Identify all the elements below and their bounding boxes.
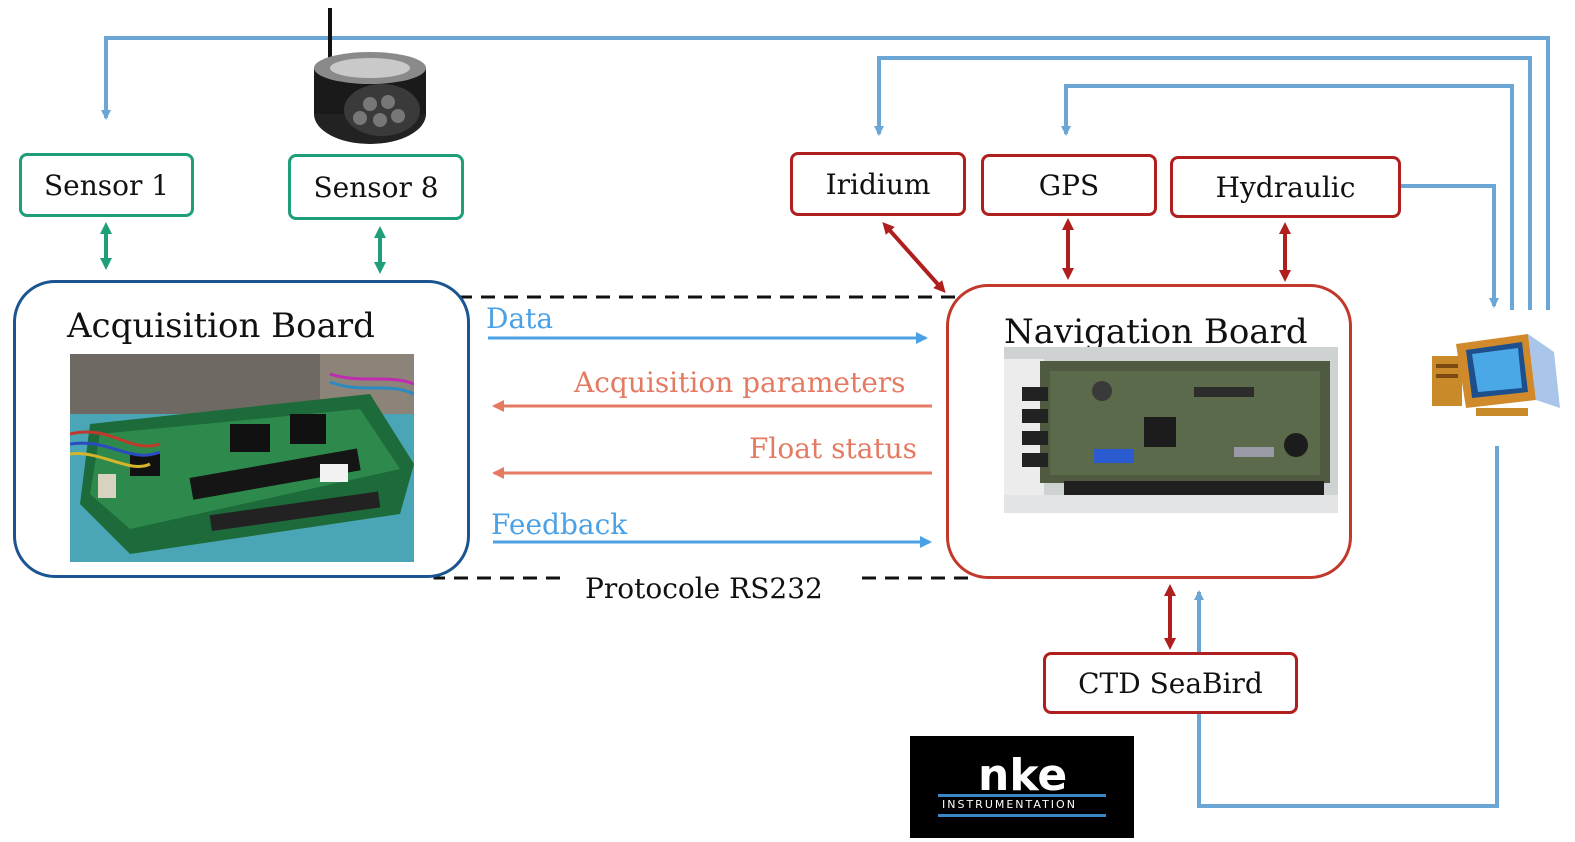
sensor-1-box: Sensor 1 [19,153,194,217]
sensor-8-box: Sensor 8 [288,154,464,220]
navigation-board-title: Navigation Board [1004,312,1308,352]
ctd-label: CTD SeaBird [1078,666,1263,700]
optical-sensor-icon [314,52,426,144]
iridium-label: Iridium [825,167,931,201]
hydraulic-label: Hydraulic [1215,170,1356,204]
circuit-board-photo [70,354,414,562]
arrow-iridium-navigation [882,222,946,293]
sensor-1-label: Sensor 1 [43,168,170,202]
logo-rule-top [938,794,1106,797]
message-data: Data [486,302,554,335]
gps-box: GPS [981,154,1157,216]
logo-subtitle: INSTRUMENTATION [942,798,1077,811]
link-computer-iridium [874,56,1532,310]
sensor-8-label: Sensor 8 [313,170,439,204]
link-computer-sensor1 [101,36,1550,310]
acquisition-board-title: Acquisition Board [67,306,375,346]
logo-rule-bottom [938,814,1106,817]
iridium-box: Iridium [790,152,966,216]
link-hydraulic-computer [1400,184,1499,308]
link-computer-gps [1061,84,1514,310]
hydraulic-box: Hydraulic [1170,156,1401,218]
message-feedback: Feedback [491,508,628,541]
circuit-board-photo-navigation [1004,347,1338,513]
logo-word: nke [978,750,1068,801]
message-float-status: Float status [749,432,918,465]
computer-icon [1432,334,1560,416]
gps-label: GPS [1038,168,1100,202]
nke-logo: nke INSTRUMENTATION [910,736,1134,838]
protocol-label: Protocole RS232 [585,572,823,605]
message-acquisition-parameters: Acquisition parameters [574,366,906,399]
ctd-box: CTD SeaBird [1043,652,1298,714]
